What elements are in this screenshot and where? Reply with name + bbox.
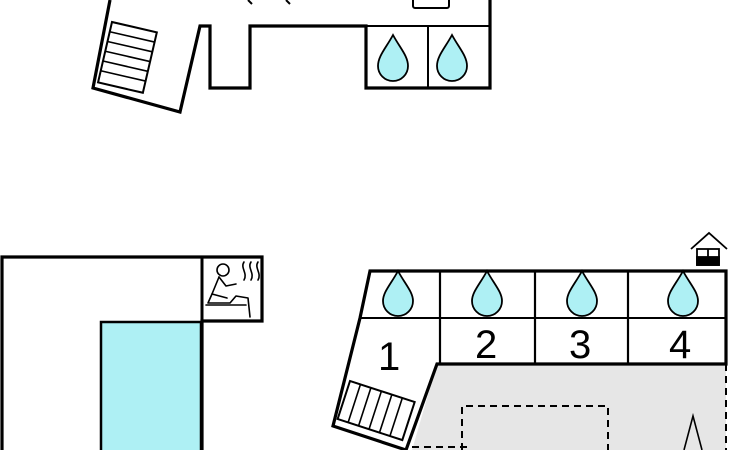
upper-floor — [91, 0, 492, 114]
room-number-3: 3 — [569, 323, 591, 367]
room-number-2: 2 — [475, 323, 497, 367]
fixture-partial — [412, 0, 450, 9]
upper-floor-outline — [91, 0, 492, 114]
door-arc-partial — [247, 0, 291, 5]
fireplace-icon — [690, 231, 728, 266]
water-drop-icon — [566, 269, 598, 317]
water-drop-icon — [667, 269, 699, 317]
room-number-4: 4 — [669, 323, 691, 367]
stairs-icon — [336, 379, 416, 442]
water-drop-icon — [382, 269, 414, 317]
room-number-1: 1 — [378, 335, 400, 379]
sauna-icon — [205, 261, 260, 318]
water-drop-icon — [377, 33, 409, 82]
stairs-icon — [96, 20, 159, 94]
swimming-pool — [99, 320, 203, 450]
pool-house — [0, 255, 264, 450]
water-drop-icon — [471, 269, 503, 317]
ground-floor: 1 2 3 4 — [331, 231, 728, 450]
water-drop-icon — [436, 33, 468, 82]
parasol-icon — [683, 412, 703, 450]
